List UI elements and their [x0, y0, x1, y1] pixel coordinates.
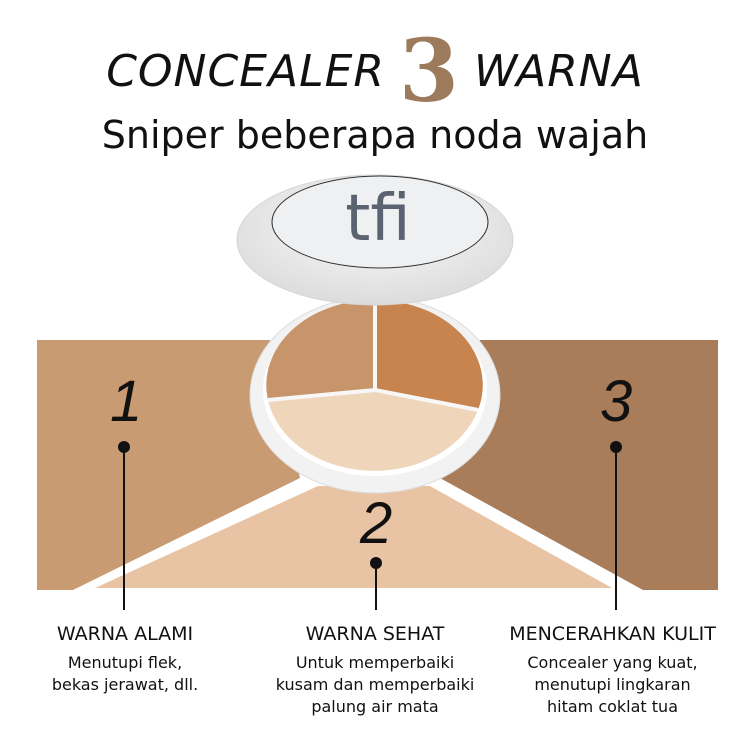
swatch-1-panel — [37, 340, 300, 590]
shade-2-name: WARNA SEHAT — [305, 623, 445, 645]
shade-1-label: WARNA ALAMI Menutupi flek, bekas jerawat… — [20, 622, 230, 696]
shade-3-number: 3 — [600, 369, 633, 434]
shade-1-number: 1 — [110, 369, 143, 434]
headline-prefix: CONCEALER — [106, 46, 385, 97]
brand-logo: tfi — [345, 182, 410, 256]
shade-1-desc-line: Menutupi flek, — [67, 653, 183, 672]
headline-number: 3 — [398, 21, 460, 122]
shade-3-desc-line: Concealer yang kuat, — [527, 653, 698, 672]
shade-2-number: 2 — [360, 491, 393, 556]
shade-2-label: WARNA SEHAT Untuk memperbaiki kusam dan … — [255, 622, 495, 718]
shade-1-desc-line: bekas jerawat, dll. — [51, 675, 199, 694]
headline: CONCEALER 3 WARNA — [0, 21, 750, 122]
shade-2-desc-line: palung air mata — [311, 697, 439, 716]
headline-suffix: WARNA — [473, 46, 644, 97]
compact-lid: tfi — [236, 174, 514, 306]
leader-lines — [118, 441, 622, 610]
shade-3-desc-line: hitam coklat tua — [546, 697, 678, 716]
shade-3-desc-line: menutupi lingkaran — [534, 675, 691, 694]
shade-3-label: MENCERAHKAN KULIT Concealer yang kuat, m… — [480, 622, 745, 718]
shade-2-desc-line: Untuk memperbaiki — [295, 653, 455, 672]
swatch-3-panel — [440, 340, 718, 590]
subtitle: Sniper beberapa noda wajah — [101, 113, 649, 157]
shade-2-desc-line: kusam dan memperbaiki — [275, 675, 475, 694]
compact-base — [249, 296, 501, 494]
shade-1-name: WARNA ALAMI — [56, 623, 194, 645]
shade-3-name: MENCERAHKAN KULIT — [509, 623, 716, 645]
swatch-2-panel — [95, 486, 612, 588]
